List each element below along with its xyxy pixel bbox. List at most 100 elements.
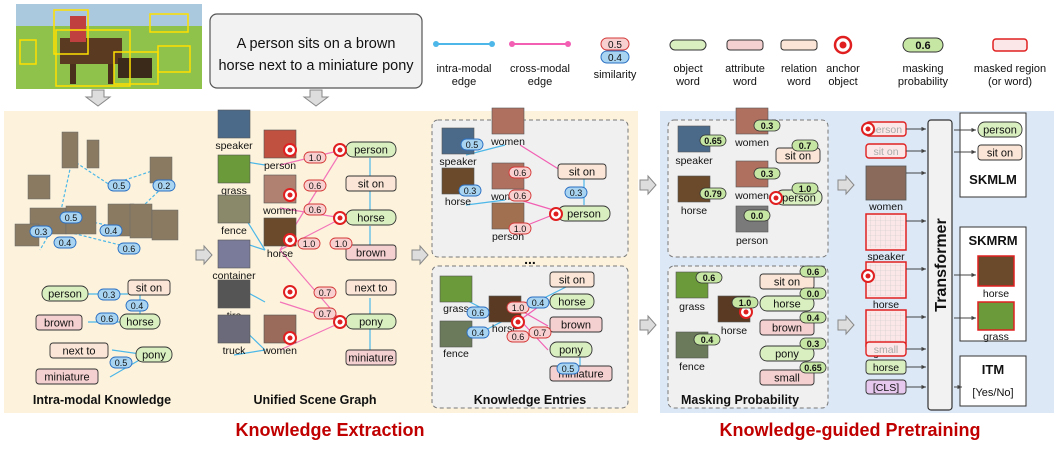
- mp2-word-2: brown: [772, 323, 802, 335]
- mp1-region-label-3: women: [734, 190, 769, 202]
- arrow-mp1-to-transformer: [837, 174, 855, 196]
- tf-input-label-1: sit on: [873, 146, 898, 158]
- intra-word-sit-on-box: [127, 279, 171, 296]
- skmlm-out-0: person: [983, 125, 1017, 137]
- ke2-sim-3-badge: [506, 330, 530, 343]
- skmlm-out-1-box: [977, 144, 1023, 161]
- skmlm-title: SKMLM: [969, 172, 1017, 187]
- legend-masked-1: masked region: [974, 63, 1046, 75]
- skmlm-out-1: sit on: [987, 148, 1013, 160]
- usg-region-label-4: fence: [221, 225, 247, 237]
- mp2-word-prob-4: 0.65: [804, 363, 822, 373]
- section-left-title: Knowledge Extraction: [235, 420, 424, 440]
- mp2-word-2-box: [759, 319, 815, 336]
- itm-output: [Yes/No]: [972, 387, 1013, 399]
- usg-region-label-5: horse: [267, 248, 293, 260]
- intra-sim-5-badge: [53, 236, 77, 249]
- mp1-word-prob-1-badge: [791, 182, 819, 195]
- usg-anchor-2-dot: [287, 237, 293, 243]
- intra-word-brown-box: [35, 314, 83, 331]
- intra-sim-4-badge: [29, 225, 53, 238]
- ke2-word-3: pony: [559, 345, 583, 357]
- legend-masked-2: (or word): [988, 76, 1032, 88]
- ke2-sim-4-badge: [526, 296, 550, 309]
- mp2-word-prob-0: 0.6: [807, 267, 820, 277]
- itm-box: [959, 355, 1027, 407]
- skmrm-arrow-1-head: [971, 315, 976, 321]
- mp2-region-label-1: horse: [721, 325, 747, 337]
- mp1-prob-2-badge: [699, 187, 727, 200]
- mp1-region-label-1: women: [734, 137, 769, 149]
- transformer-label: Transformer: [933, 218, 950, 311]
- usg-region-8: [217, 314, 251, 344]
- intra-word-person: person: [48, 289, 82, 301]
- intra-word-miniature-box: [35, 368, 99, 385]
- usg-sim-3: 1.0: [303, 239, 316, 249]
- tf-input-label-2: women: [868, 201, 903, 213]
- tf-input-arrow-4-head: [921, 266, 926, 272]
- ke1-sim-5-badge: [564, 186, 588, 199]
- usg-sim-4-badge: [329, 237, 353, 250]
- mp2-anchor-dot: [743, 309, 749, 315]
- ke2-sim-0-badge: [466, 306, 490, 319]
- intra-word-sim-1-badge: [125, 299, 149, 312]
- ke2-anchor-dot: [515, 319, 521, 325]
- intra-sim-4: 0.3: [35, 227, 48, 237]
- intra-word-pony: pony: [142, 350, 166, 362]
- tf-input-arrow-3-head: [921, 218, 926, 224]
- legend-relation-1: relation: [781, 63, 817, 75]
- usg-region-label-2: grass: [221, 185, 247, 197]
- mp1-prob-1: 0.3: [761, 121, 774, 131]
- mp2-word-prob-3-badge: [799, 337, 827, 350]
- usg-word-3: brown: [356, 248, 386, 260]
- tf-input-label-4: horse: [873, 299, 899, 311]
- usg-sim-0-badge: [303, 151, 327, 164]
- mp1-word-prob-1: 1.0: [799, 184, 812, 194]
- ke1-word-0-box: [557, 163, 607, 180]
- usg-word-4: next to: [354, 283, 387, 295]
- ke-ellipsis: ...: [524, 251, 536, 267]
- intra-sim-6: 0.6: [123, 244, 136, 254]
- ke2-word-0: sit on: [559, 275, 585, 287]
- tf-input-label-6: small: [874, 344, 899, 356]
- usg-title: Unified Scene Graph: [254, 393, 377, 407]
- intra-sim-2-badge: [59, 211, 83, 224]
- intra-sim-6-badge: [117, 242, 141, 255]
- mp1-prob-3: 0.3: [761, 169, 774, 179]
- tf-input-arrow-7-head: [921, 364, 926, 370]
- ke-title: Knowledge Entries: [474, 393, 587, 407]
- ke1-word-1: person: [567, 209, 601, 221]
- ke2-region-0: [439, 275, 473, 303]
- ke2-sim-1-badge: [466, 326, 490, 339]
- tf-input-grid-3: [868, 216, 904, 248]
- legend-attribute-1: attribute: [725, 63, 765, 75]
- usg-sim-5-badge: [313, 286, 337, 299]
- mp2-word-4: small: [774, 373, 800, 385]
- usg-region-label-8: truck: [223, 345, 247, 357]
- mp1-prob-0-badge: [699, 134, 727, 147]
- intra-sim-0: 0.5: [113, 181, 126, 191]
- tf-input-label-3: speaker: [867, 251, 905, 263]
- legend-sim-bottom: 0.4: [608, 53, 622, 64]
- ke2-sim-1: 0.4: [472, 328, 485, 338]
- ke2-region-label-0: grass: [443, 303, 469, 315]
- skmlm-arrow-1-head: [971, 149, 976, 155]
- ke1-sim-3-badge: [508, 189, 532, 202]
- usg-region-label-1: person: [264, 160, 296, 172]
- usg-region-6: [217, 239, 251, 269]
- caption-box: A person sits on a brown horse next to a…: [209, 13, 423, 89]
- tf-input-arrow-1-head: [921, 148, 926, 154]
- usg-region-label-3: women: [262, 205, 297, 217]
- intra-title: Intra-modal Knowledge: [33, 393, 171, 407]
- mp2-word-0: sit on: [774, 277, 800, 289]
- ke1-word-0: sit on: [569, 167, 595, 179]
- ke1-sim-4: 1.0: [514, 224, 527, 234]
- usg-region-label-9: women: [262, 345, 297, 357]
- legend-cross-2: edge: [528, 76, 552, 88]
- legend-intra-2: edge: [452, 76, 476, 88]
- usg-word-1-box: [345, 175, 397, 192]
- ke2-word-1: horse: [558, 297, 586, 309]
- mp2-word-prob-2-badge: [799, 311, 827, 324]
- ke2-sim-5: 0.7: [534, 328, 547, 338]
